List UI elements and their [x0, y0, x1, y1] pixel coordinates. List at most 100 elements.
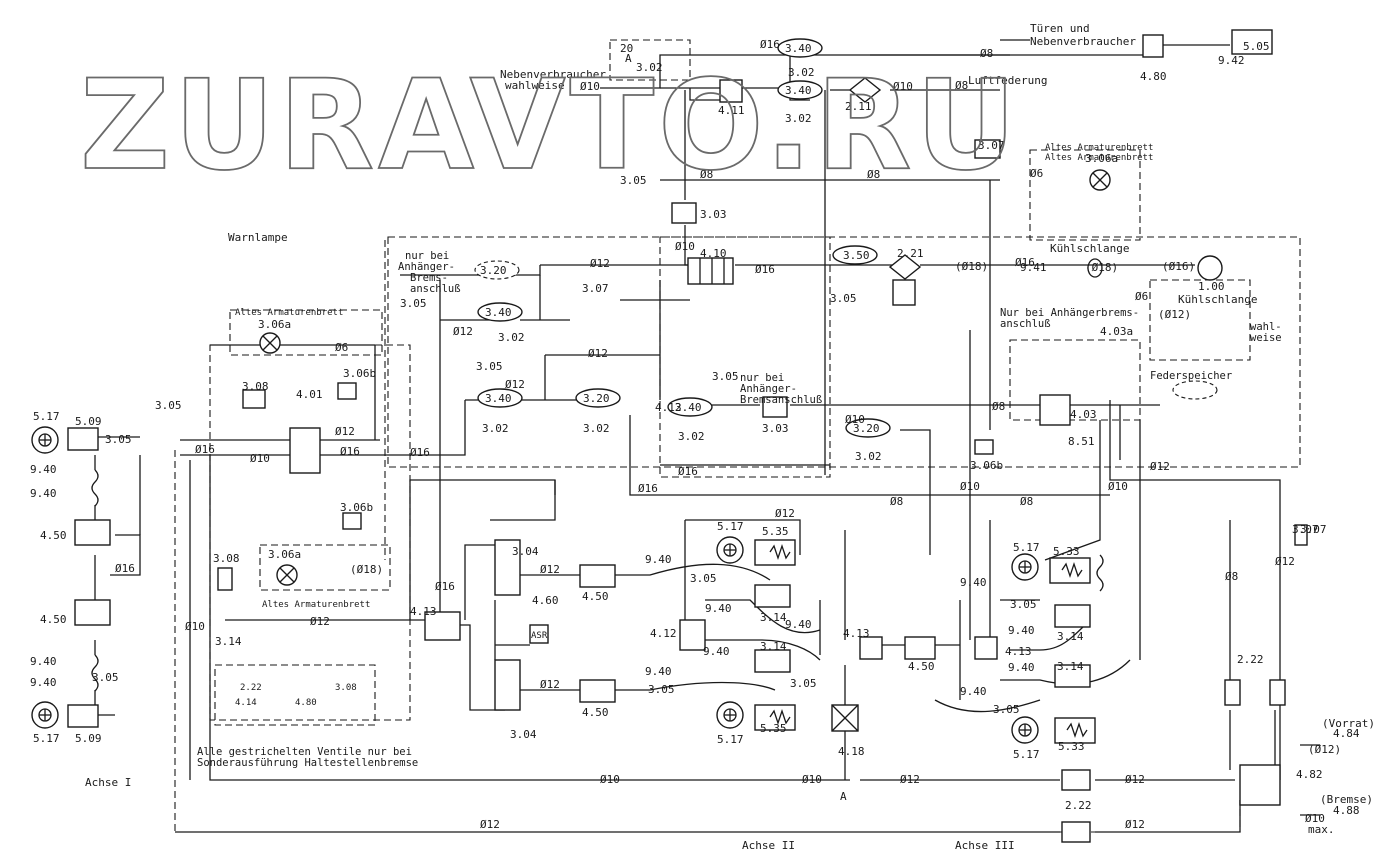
watermark: ZURAVTO.RU: [80, 54, 1020, 198]
valve-413-c: [974, 636, 998, 660]
comp-label: 4.18: [838, 745, 865, 758]
note-anh2-2: Anhänger-: [740, 383, 797, 395]
small-label: Ø6: [1030, 167, 1043, 180]
small-label: (Ø12): [1158, 308, 1191, 321]
note-kuehl2: Kühlschlange: [1178, 293, 1257, 306]
comp-label: 3.14: [1057, 630, 1084, 643]
small-label: 3.05: [400, 297, 427, 310]
reservoir-340-d: [1172, 380, 1218, 400]
comp-label: 5.09: [75, 415, 102, 428]
small-label: Ø12: [540, 678, 560, 691]
valve-222-c: [1061, 769, 1091, 791]
valve-412: [679, 619, 706, 651]
valve-509-b: [67, 704, 99, 728]
small-label: Ø6: [1135, 290, 1148, 303]
note-altes3: Altes Armaturenbrett: [262, 600, 370, 610]
small-label: Ø12: [1275, 555, 1295, 568]
comp-label: 2.22: [1065, 799, 1092, 812]
valve-450-c: [579, 679, 616, 703]
valve-314-c: [1054, 604, 1091, 628]
small-label: 3.05: [1010, 598, 1037, 611]
valve-222-a: [1224, 679, 1241, 706]
comp-label: 4.80: [1140, 70, 1167, 83]
small-label: 3.05: [993, 703, 1020, 716]
note-wahlweise: wahlweise: [505, 79, 565, 92]
note-anh2-1: nur bei: [740, 372, 784, 384]
chamber-517-d: [716, 701, 744, 729]
comp-label: 3.04: [512, 545, 539, 558]
small-label: (Ø16): [1162, 260, 1195, 273]
valve-222-d: [1061, 821, 1091, 843]
small-label: Ø10: [1108, 480, 1128, 493]
note-wahl-1: wahl-: [1250, 321, 1282, 333]
note-altes1: Altes Armaturenbrett: [1045, 143, 1153, 153]
comp-label: 3.02: [855, 450, 882, 463]
small-label: 4.12: [655, 401, 682, 414]
comp-label: 5.33: [1058, 740, 1085, 753]
cyl-533-b: [1054, 717, 1096, 744]
check-303-mid: [762, 396, 788, 418]
small-label: 9.40: [645, 553, 672, 566]
small-label: 3.05: [690, 572, 717, 585]
note-kuehl1: Kühlschlange: [1050, 242, 1129, 255]
note-anh-3: Brems-: [410, 272, 448, 284]
comp-label: 3.03: [762, 422, 789, 435]
lamp-306a-left: [259, 332, 281, 354]
chamber-517-e: [1011, 553, 1039, 581]
small-label: Ø10: [845, 413, 865, 426]
small-label: Ø8: [700, 168, 713, 181]
reservoir-320-c: [474, 260, 520, 280]
small-label: 9.40: [960, 576, 987, 589]
small-label: Ø12: [775, 507, 795, 520]
comp-label: 3.07: [1292, 523, 1319, 536]
small-label: Ø8: [955, 79, 968, 92]
small-label: Ø8: [980, 47, 993, 60]
comp-label: 3.02: [583, 422, 610, 435]
small-label: Ø12: [1125, 773, 1145, 786]
small-label: Ø6: [335, 341, 348, 354]
cyl-533-a: [1049, 557, 1091, 584]
small-label: Ø12: [453, 325, 473, 338]
comp-label: 5.33: [1053, 545, 1080, 558]
comp-label: 4.12: [650, 627, 677, 640]
comp-label: 3.40: [675, 401, 702, 414]
comp-label: 4.13: [1005, 645, 1032, 658]
comp-label: 3.20: [853, 422, 880, 435]
small-label: (Ø18): [955, 260, 988, 273]
note-wahl-2: weise: [1250, 332, 1282, 344]
comp-label: ASR: [531, 631, 548, 641]
valve-314-b: [754, 649, 791, 673]
comp-label: 4.50: [40, 613, 67, 626]
small-label: Ø16: [410, 446, 430, 459]
small-label: Ø10: [960, 480, 980, 493]
comp-label: 3.14: [760, 611, 787, 624]
chamber-517-b: [31, 701, 59, 729]
small-label: 3.05: [648, 683, 675, 696]
small-label: 9.40: [960, 685, 987, 698]
comp-label: 3.40: [785, 42, 812, 55]
comp-label: 4.84: [1333, 727, 1360, 740]
comp-label: 4.13: [843, 627, 870, 640]
note-altes4: Altes Armaturenbrett: [1045, 153, 1153, 163]
symbols: [31, 29, 1308, 843]
switch-306b-a: [337, 382, 357, 400]
axle-1: Achse I: [85, 776, 131, 789]
small-label: A: [625, 52, 632, 65]
comp-label: 3.06a: [1085, 152, 1118, 165]
valve-401: [289, 427, 321, 474]
small-label: Ø16: [115, 562, 135, 575]
small-label: 3.05: [790, 677, 817, 690]
small-label: Ø8: [992, 400, 1005, 413]
valve-307-a: [1294, 524, 1308, 546]
comp-label: 3.50: [843, 249, 870, 262]
small-label: 9.40: [30, 463, 57, 476]
small-label: Ø12: [588, 347, 608, 360]
small-label: Ø10: [802, 773, 822, 786]
reservoir-340-c: [667, 397, 713, 417]
small-label: Ø16: [435, 580, 455, 593]
small-label: Ø10: [600, 773, 620, 786]
valve-304-b: [494, 659, 521, 711]
switch-308-a: [242, 389, 266, 409]
switch-306b-b: [342, 512, 362, 530]
reservoir-340-top2: [777, 80, 823, 100]
